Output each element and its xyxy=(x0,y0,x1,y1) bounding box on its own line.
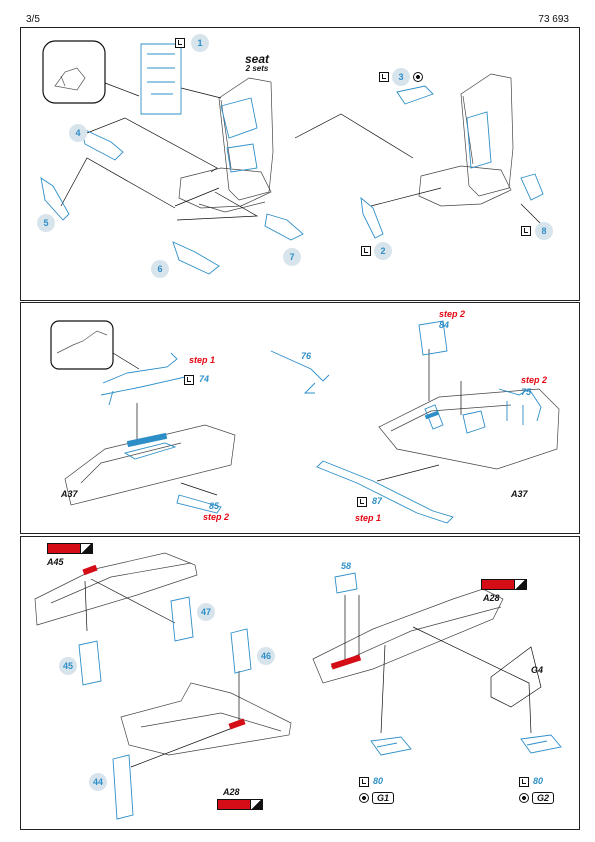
part-84: 84 xyxy=(439,320,450,330)
part-85: 85 xyxy=(209,501,220,511)
part-80: 80 xyxy=(373,776,384,786)
paint-icon xyxy=(359,793,369,803)
bend-icon xyxy=(519,777,529,787)
color-swatch xyxy=(217,799,263,810)
ref-a37-right: A37 xyxy=(511,489,528,499)
part-76: 76 xyxy=(301,351,312,361)
seat-panel: seat 2 sets 1 3 4 5 6 7 2 8 xyxy=(20,27,580,301)
part-47: 47 xyxy=(197,603,215,621)
seat-label: seat xyxy=(245,52,270,66)
page-number: 3/5 xyxy=(26,14,40,25)
part-45: 45 xyxy=(59,657,77,675)
bend-icon xyxy=(357,497,367,507)
part-7: 7 xyxy=(283,248,301,266)
paint-icon xyxy=(519,793,529,803)
part-6: 6 xyxy=(151,260,169,278)
side-panel-drawing xyxy=(34,552,562,820)
color-swatch xyxy=(481,579,527,590)
step-1-label: step 1 xyxy=(189,355,216,365)
ref-g1: G1 xyxy=(372,792,395,804)
step-1-label: step 1 xyxy=(355,513,382,523)
ref-a28-bottom: A28 xyxy=(223,787,240,797)
ref-a37-left: A37 xyxy=(61,489,78,499)
bend-icon xyxy=(184,375,194,385)
part-74: 74 xyxy=(199,374,210,384)
part-2: 2 xyxy=(374,242,392,260)
seat-sets: 2 sets xyxy=(245,64,269,73)
paint-icon xyxy=(413,72,423,82)
console-panel: step 1 74 76 step 2 84 step 2 75 A37 85 … xyxy=(20,302,580,534)
step-2-label: step 2 xyxy=(203,512,230,522)
color-swatch xyxy=(47,543,93,554)
part-4: 4 xyxy=(69,124,87,142)
part-75: 75 xyxy=(521,387,532,397)
ref-g4: G4 xyxy=(531,665,544,675)
detail-zoom-frame xyxy=(42,40,106,104)
part-58: 58 xyxy=(341,561,352,571)
part-44: 44 xyxy=(89,773,107,791)
detail-zoom-frame xyxy=(50,320,114,370)
ref-a28-top: A28 xyxy=(483,593,500,603)
ref-a45: A45 xyxy=(47,557,64,567)
bend-icon xyxy=(521,226,531,236)
side-panel: A45 47 45 46 44 A28 58 A28 G4 80 G1 80 G… xyxy=(20,536,580,830)
seat-drawing xyxy=(40,40,544,275)
step-2-label: step 2 xyxy=(521,375,548,385)
part-3: 3 xyxy=(392,68,410,86)
part-5: 5 xyxy=(37,214,55,232)
part-8: 8 xyxy=(535,222,553,240)
step-2-label: step 2 xyxy=(439,309,466,319)
console-drawing xyxy=(50,320,560,524)
bend-icon xyxy=(379,72,389,82)
part-87: 87 xyxy=(372,496,383,506)
part-80: 80 xyxy=(533,776,544,786)
bend-icon xyxy=(359,777,369,787)
part-1: 1 xyxy=(191,34,209,52)
bend-icon xyxy=(361,246,371,256)
bend-icon xyxy=(175,38,185,48)
kit-code: 73 693 xyxy=(538,14,569,25)
ref-g2: G2 xyxy=(532,792,555,804)
seat-caption: seat 2 sets xyxy=(245,52,270,74)
part-46: 46 xyxy=(257,647,275,665)
